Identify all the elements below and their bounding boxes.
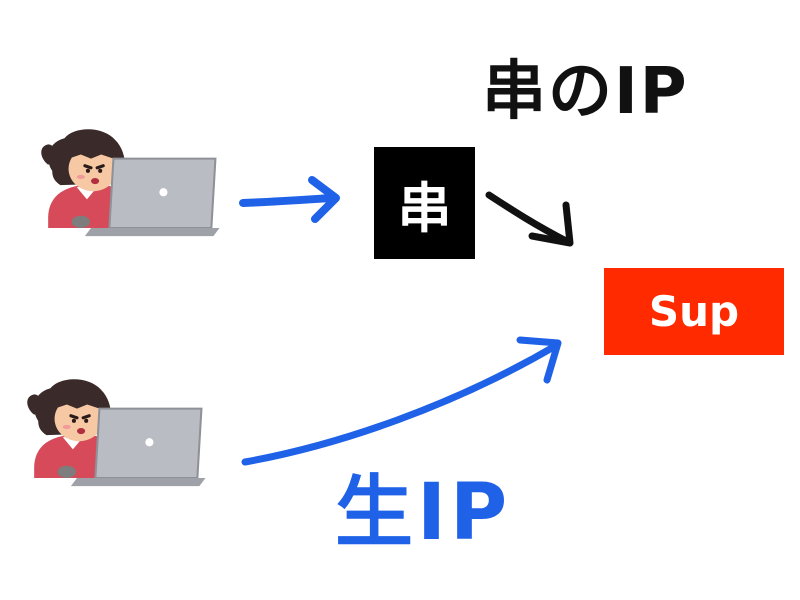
proxy-box-label: 串 xyxy=(397,176,452,240)
sup-box xyxy=(604,268,784,355)
sup-box-label: Sup xyxy=(648,287,740,336)
raw-ip-label: 生IP xyxy=(335,468,512,558)
via-proxy-ip-label: 串のIP xyxy=(482,55,689,129)
user-bottom-icon xyxy=(25,377,208,488)
arrow-proxy-to-sup xyxy=(485,191,574,247)
user-top-icon xyxy=(39,127,222,238)
arrow-user-to-proxy xyxy=(239,176,340,223)
proxy-box xyxy=(374,147,475,259)
arrow-user-to-sup xyxy=(241,336,562,466)
